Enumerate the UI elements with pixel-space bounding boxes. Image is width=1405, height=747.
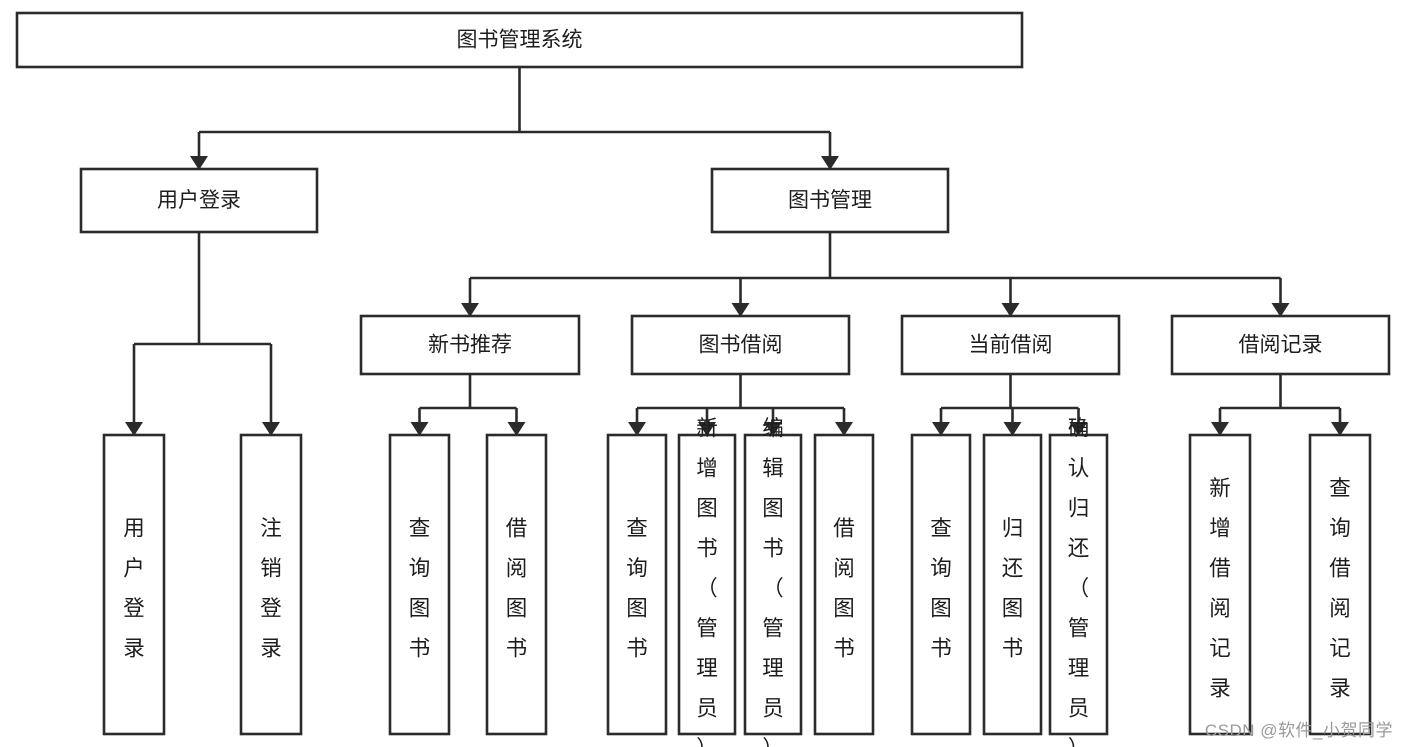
node-new-book-rec[interactable]: 新书推荐 xyxy=(359,314,581,376)
arrow-head-icon xyxy=(1069,422,1088,436)
node-leaf-user-login[interactable]: 用户登录 xyxy=(102,433,166,736)
node-box xyxy=(982,433,1043,736)
node-leaf-query-book-rec[interactable]: 查询图书 xyxy=(388,433,451,736)
watermark-text: CSDN @软件_小贺同学 xyxy=(1204,721,1393,740)
arrow-head-icon xyxy=(1271,303,1290,317)
node-box xyxy=(359,314,581,376)
node-box xyxy=(710,167,950,234)
arrow-head-icon xyxy=(1001,303,1020,317)
node-label: 图书管理系统 xyxy=(457,29,583,52)
arrow-head-icon xyxy=(628,422,646,436)
node-box xyxy=(79,167,319,234)
arrow-head-icon xyxy=(1211,422,1229,436)
node-box xyxy=(1048,433,1109,736)
node-label: 查询图书 xyxy=(409,517,431,661)
arrow-head-icon xyxy=(461,303,479,317)
node-label: 注销登录 xyxy=(260,517,282,661)
arrow-head-icon xyxy=(507,422,526,436)
node-leaf-borrow-book[interactable]: 借阅图书 xyxy=(813,433,875,736)
node-box xyxy=(102,433,166,736)
node-box xyxy=(485,433,548,736)
node-box xyxy=(813,433,875,736)
arrow-head-icon xyxy=(698,422,716,436)
node-box xyxy=(1170,314,1391,376)
arrow-head-icon xyxy=(125,422,143,436)
node-leaf-query-book-borrow[interactable]: 查询图书 xyxy=(606,433,668,736)
arrow-head-icon xyxy=(731,303,750,317)
node-root[interactable]: 图书管理系统 xyxy=(15,11,1024,69)
node-box xyxy=(677,433,737,736)
node-leaf-borrow-book-rec[interactable]: 借阅图书 xyxy=(485,433,548,736)
node-box xyxy=(1308,433,1372,736)
node-box xyxy=(1188,433,1252,736)
node-box xyxy=(606,433,668,736)
arrow-head-icon xyxy=(821,156,839,170)
arrow-head-icon xyxy=(932,422,950,436)
node-leaf-query-record[interactable]: 查询借阅记录 xyxy=(1308,433,1372,736)
node-label: 用户登录 xyxy=(123,517,145,661)
node-leaf-add-book[interactable]: 新增图书（管理员） xyxy=(677,417,737,747)
node-box xyxy=(239,433,303,736)
arrow-head-icon xyxy=(764,422,782,436)
arrow-head-icon xyxy=(190,156,208,170)
node-borrow-record[interactable]: 借阅记录 xyxy=(1170,314,1391,376)
node-label: 借阅记录 xyxy=(1239,334,1323,357)
node-leaf-query-book-cur[interactable]: 查询图书 xyxy=(910,433,972,736)
node-box xyxy=(630,314,851,376)
node-label: 当前借阅 xyxy=(969,334,1053,357)
edges-layer xyxy=(125,67,1349,436)
node-label: 用户登录 xyxy=(157,189,241,212)
node-label: 图书管理 xyxy=(788,189,872,212)
node-label: 新书推荐 xyxy=(428,334,512,357)
node-leaf-confirm-return[interactable]: 确认归还（管理员） xyxy=(1048,417,1109,747)
node-label: 确认归还（管理员） xyxy=(1068,417,1090,747)
arrow-head-icon xyxy=(835,422,853,436)
arrow-head-icon xyxy=(1003,422,1022,436)
nodes-layer: 图书管理系统用户登录图书管理新书推荐图书借阅当前借阅借阅记录用户登录注销登录查询… xyxy=(15,11,1391,747)
node-current-borrow[interactable]: 当前借阅 xyxy=(900,314,1121,376)
node-leaf-edit-book[interactable]: 编辑图书（管理员） xyxy=(743,417,803,747)
arrow-head-icon xyxy=(262,422,280,436)
node-label: 图书借阅 xyxy=(699,334,783,357)
node-label: 借阅图书 xyxy=(833,517,855,661)
node-label: 查询图书 xyxy=(930,517,952,661)
node-label: 新增图书（管理员） xyxy=(696,417,718,747)
node-label: 新增借阅记录 xyxy=(1209,477,1231,701)
arrow-head-icon xyxy=(410,422,429,436)
node-box xyxy=(15,11,1024,69)
node-label: 查询借阅记录 xyxy=(1329,477,1351,701)
node-label: 归还图书 xyxy=(1002,517,1024,661)
node-user-login[interactable]: 用户登录 xyxy=(79,167,319,234)
node-box xyxy=(743,433,803,736)
node-box xyxy=(910,433,972,736)
node-leaf-add-record[interactable]: 新增借阅记录 xyxy=(1188,433,1252,736)
arrow-head-icon xyxy=(1331,422,1349,436)
node-label: 查询图书 xyxy=(626,517,648,661)
node-leaf-return-book[interactable]: 归还图书 xyxy=(982,433,1043,736)
node-book-borrow[interactable]: 图书借阅 xyxy=(630,314,851,376)
node-book-manage[interactable]: 图书管理 xyxy=(710,167,950,234)
node-leaf-logout[interactable]: 注销登录 xyxy=(239,433,303,736)
node-box xyxy=(900,314,1121,376)
node-label: 编辑图书（管理员） xyxy=(762,417,784,747)
node-label: 借阅图书 xyxy=(506,517,528,661)
node-box xyxy=(388,433,451,736)
